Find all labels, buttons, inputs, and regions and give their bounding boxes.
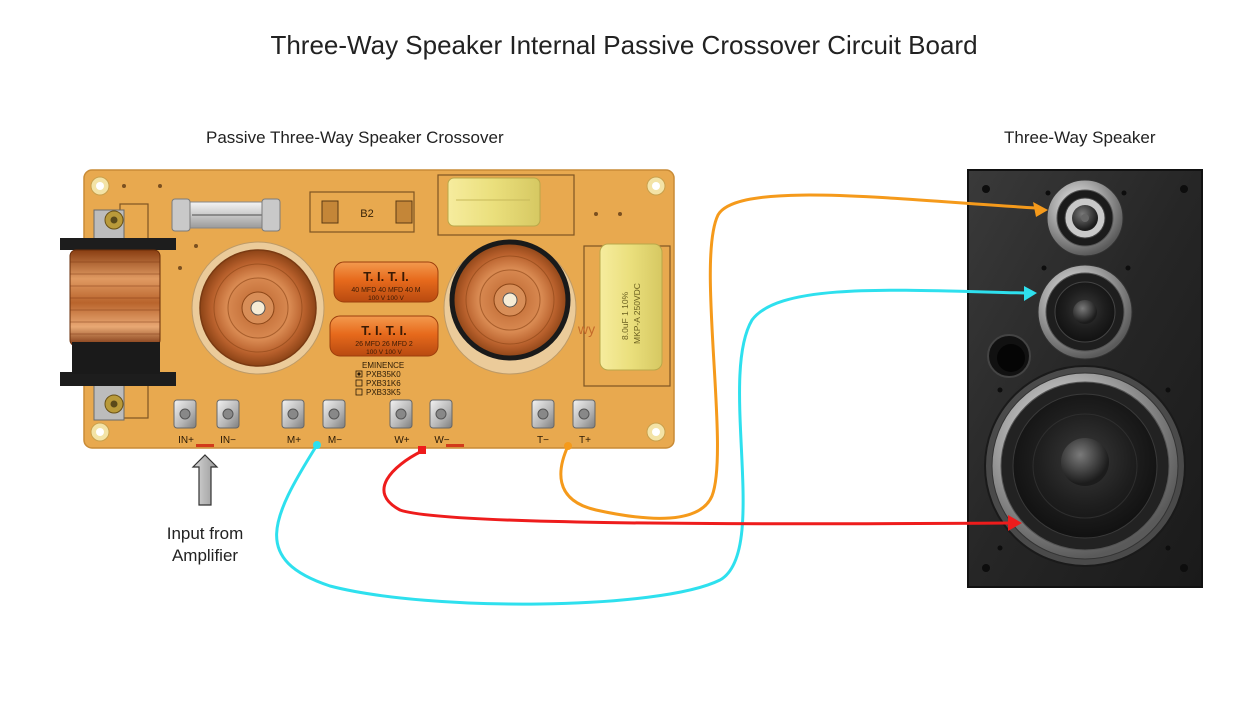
air-core-inductor-left — [191, 241, 325, 375]
film-capacitor-large: 8.0uF 1 10% MKP-A 250VDC — [599, 243, 663, 371]
resistor-label: B2 — [360, 208, 373, 220]
capacitor-bottom-value: 26 MFD 26 MFD 2 — [355, 341, 413, 348]
crossover-board: B2 T. I. T. I. 40 M — [60, 169, 675, 449]
tweeter-wire-dot — [564, 442, 572, 450]
terminal-t-minus[interactable] — [531, 399, 555, 429]
electrolytic-capacitor-bottom: T. I. T. I. 26 MFD 26 MFD 2 100 V 100 V — [329, 315, 439, 357]
resistor-footprint: B2 — [321, 200, 413, 224]
model-1: PXB35K0 — [366, 370, 401, 379]
speaker-wires — [275, 193, 1038, 606]
midrange-driver — [1037, 264, 1133, 360]
film-cap-line2: MKP-A 250VDC — [632, 283, 642, 344]
iron-core-inductor — [60, 209, 176, 421]
capacitor-top-value: 40 MFD 40 MFD 40 M — [351, 287, 420, 294]
terminal-in-minus[interactable] — [216, 399, 240, 429]
mounting-hole-icon — [646, 422, 666, 442]
air-core-inductor-right — [443, 239, 577, 375]
model-3: PXB33K5 — [366, 388, 401, 397]
solder-dots — [122, 184, 622, 270]
woofer — [984, 365, 1186, 567]
diagram-title: Three-Way Speaker Internal Passive Cross… — [270, 30, 978, 60]
brand-mark: EMINENCE — [362, 361, 404, 370]
arrowhead-icon — [1033, 202, 1048, 217]
capacitor-bottom-voltage: 100 V 100 V — [366, 349, 402, 356]
terminal-label: W+ — [394, 435, 409, 446]
terminal-label: T+ — [579, 435, 591, 446]
woofer-wire-dot — [418, 446, 426, 454]
terminal-label: M− — [328, 435, 342, 446]
input-caption-line1: Input from — [166, 524, 244, 543]
arrowhead-icon — [1008, 515, 1022, 531]
terminal-row — [173, 399, 596, 429]
terminal-w-plus[interactable] — [389, 399, 413, 429]
input-caption: Input from Amplifier — [150, 523, 260, 567]
model-marking: EMINENCE PXB35K0 PXB31K6 PXB33K5 — [355, 361, 404, 397]
tweeter — [1046, 179, 1124, 257]
capacitor-bottom-brand: T. I. T. I. — [361, 323, 407, 338]
terminal-w-minus[interactable] — [429, 399, 453, 429]
terminal-in-plus[interactable] — [173, 399, 197, 429]
capacitor-top-brand: T. I. T. I. — [363, 269, 409, 284]
terminal-label: IN− — [220, 435, 236, 446]
terminal-m-minus[interactable] — [322, 399, 346, 429]
electrolytic-capacitor-top: T. I. T. I. 40 MFD 40 MFD 40 M 100 V 100… — [333, 261, 439, 303]
model-2: PXB31K6 — [366, 379, 401, 388]
input-arrow-icon — [191, 454, 219, 506]
woofer-wire — [382, 449, 1012, 526]
capacitor-top-voltage: 100 V 100 V — [368, 295, 404, 302]
film-cap-line1: 8.0uF 1 10% — [620, 291, 630, 340]
mounting-hole-icon — [90, 422, 110, 442]
mounting-hole-icon — [646, 176, 666, 196]
terminal-label: IN+ — [178, 435, 194, 446]
speaker-caption: Three-Way Speaker — [1004, 128, 1156, 147]
red-silk-marks — [196, 444, 464, 447]
edge-mark: wy — [577, 321, 595, 337]
cabinet-screws — [982, 185, 1188, 572]
three-way-speaker — [967, 169, 1203, 588]
terminal-m-plus[interactable] — [281, 399, 305, 429]
terminal-label: W− — [434, 435, 449, 446]
crossover-caption: Passive Three-Way Speaker Crossover — [206, 128, 504, 147]
midrange-wire-dot — [313, 441, 321, 449]
terminal-t-plus[interactable] — [572, 399, 596, 429]
terminal-label: M+ — [287, 435, 301, 446]
input-caption-line2: Amplifier — [171, 546, 239, 565]
arrowhead-icon — [1024, 286, 1037, 301]
terminal-label: T− — [537, 435, 549, 446]
fuse — [171, 198, 281, 232]
wire-terminals — [313, 202, 1048, 531]
bass-port — [987, 334, 1031, 378]
pcb-substrate — [84, 170, 674, 448]
film-capacitor-small — [447, 177, 541, 227]
tweeter-wire — [559, 193, 1038, 520]
midrange-wire — [275, 288, 1027, 606]
mounting-hole-icon — [90, 176, 110, 196]
